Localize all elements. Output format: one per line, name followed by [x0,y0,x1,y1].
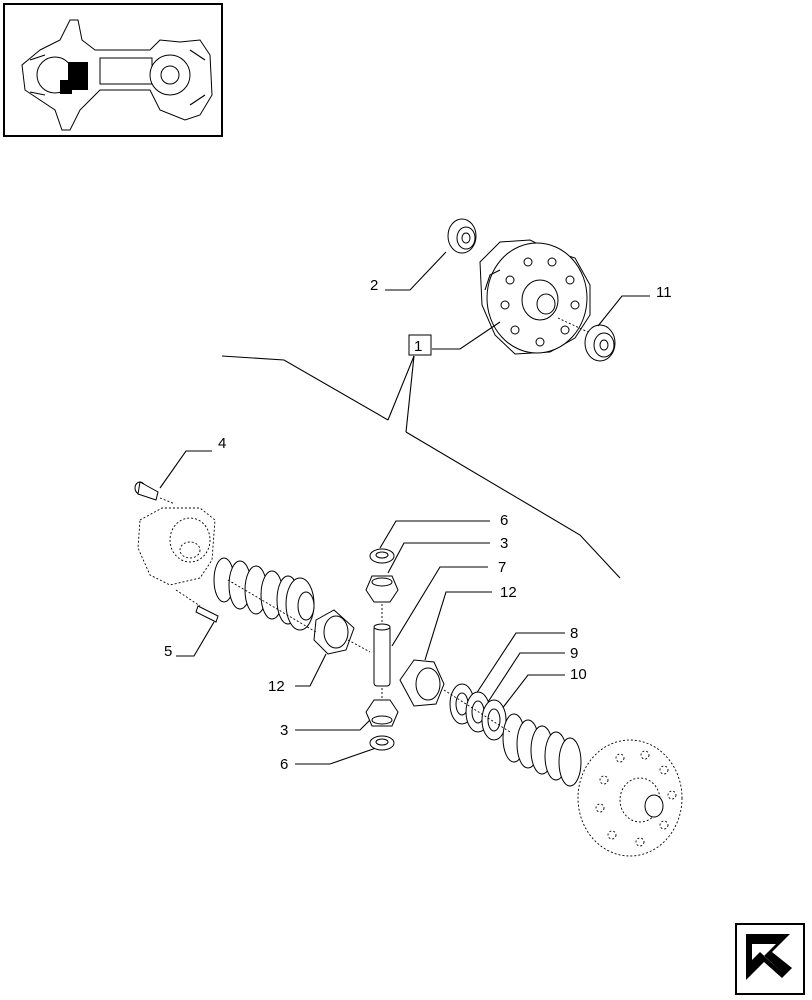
pinion-gear-3-bottom [365,699,399,727]
disc-10 [481,699,507,741]
callout-12-left: 12 [268,678,285,695]
callout-4: 4 [218,435,226,452]
cross-shaft-7 [373,623,391,687]
bearing-11 [584,324,616,362]
bolt-4 [134,481,159,501]
callout-7: 7 [498,559,506,576]
callout-1: 1 [414,338,422,355]
callout-5: 5 [164,643,172,660]
right-half-housing [577,739,683,857]
differential-housing [479,239,591,355]
thrust-washer-6-top [369,548,395,564]
next-page-arrow-icon[interactable] [735,923,805,995]
side-gear-12-left [313,609,355,655]
bearing-2 [447,218,477,254]
callout-3-bottom: 3 [280,722,288,739]
left-half-housing [137,507,216,586]
callout-6-bottom: 6 [280,756,288,773]
pinion-gear-3-top [365,575,399,603]
callout-8: 8 [570,625,578,642]
callout-2: 2 [370,277,378,294]
pin-5 [195,605,219,623]
leader-lines [159,251,650,765]
thrust-washer-6-bottom [369,735,395,751]
right-disc-stack [502,713,582,787]
callout-12-right: 12 [500,584,517,601]
side-gear-12-right [399,659,445,707]
callout-box-1 [408,334,432,356]
callout-3-top: 3 [500,535,508,552]
callout-6-top: 6 [500,512,508,529]
callout-9: 9 [570,645,578,662]
axle-assembly-thumbnail-icon [3,3,223,137]
callout-11: 11 [656,284,672,301]
callout-10: 10 [570,666,587,683]
left-disc-stack [213,557,315,631]
